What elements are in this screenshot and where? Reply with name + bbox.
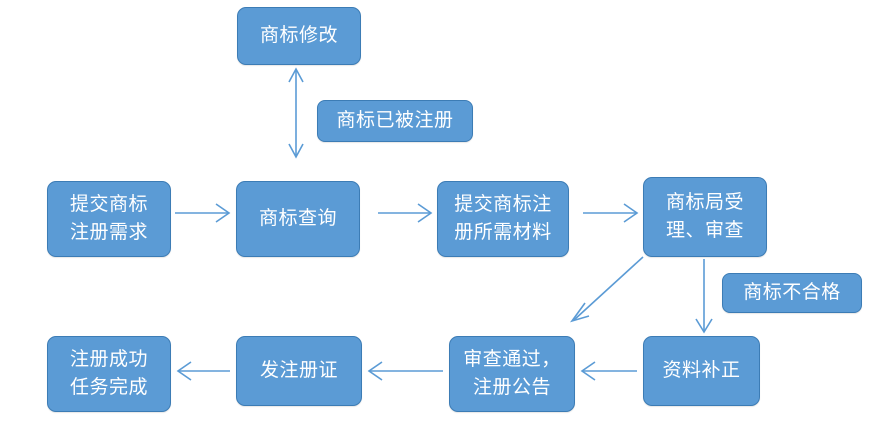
node-material-correction[interactable]: 资料补正	[643, 336, 760, 406]
edge-materials-to-review	[583, 203, 639, 223]
node-submit-registration-request[interactable]: 提交商标 注册需求	[47, 181, 171, 257]
edge-search-to-materials	[378, 203, 433, 223]
node-trademark-not-qualified[interactable]: 商标不合格	[722, 273, 862, 313]
node-issue-certificate[interactable]: 发注册证	[236, 336, 362, 406]
edge-fix-to-passed	[580, 361, 637, 381]
edge-review-to-fix	[695, 259, 713, 334]
edge-request-to-search	[175, 203, 231, 223]
node-review-passed-announcement[interactable]: 审查通过， 注册公告	[449, 336, 575, 412]
edge-passed-to-issue	[367, 361, 443, 381]
edge-issue-to-done	[176, 361, 230, 381]
edge-review-to-passed	[569, 256, 644, 323]
node-trademark-office-review[interactable]: 商标局受 理、审查	[643, 177, 767, 257]
edge-search-to-modify	[288, 67, 304, 159]
node-trademark-modify[interactable]: 商标修改	[237, 7, 361, 65]
node-submit-required-materials[interactable]: 提交商标注 册所需材料	[437, 181, 569, 257]
node-trademark-already-registered[interactable]: 商标已被注册	[317, 100, 473, 142]
node-registration-success[interactable]: 注册成功 任务完成	[47, 336, 171, 412]
node-trademark-search[interactable]: 商标查询	[236, 181, 360, 257]
